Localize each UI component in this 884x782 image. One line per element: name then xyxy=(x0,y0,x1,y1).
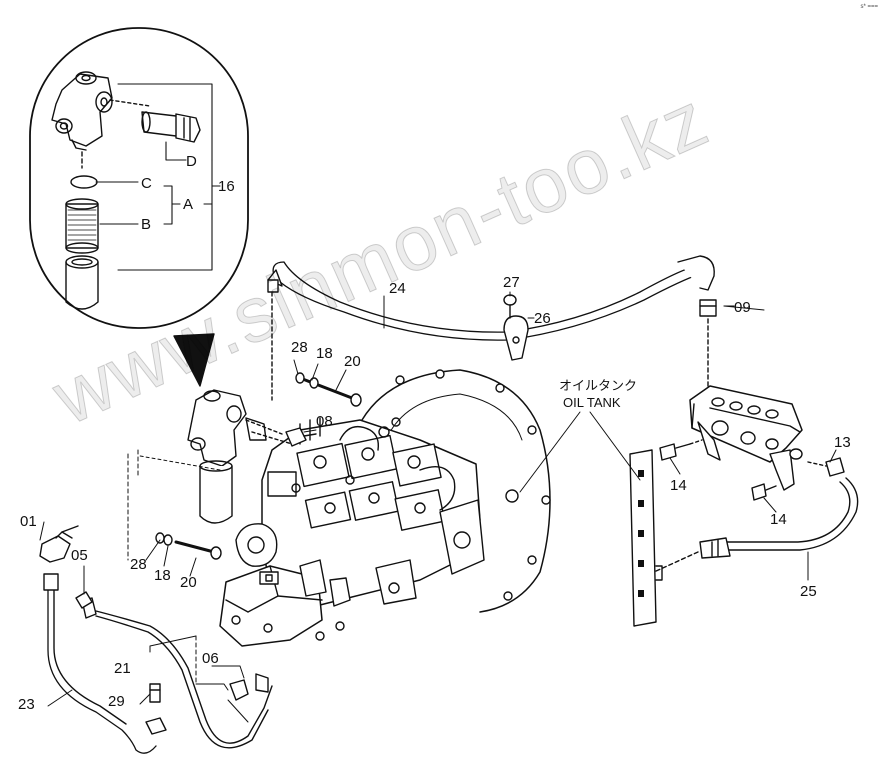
stud-20-upper xyxy=(295,372,362,407)
stud-20-lower xyxy=(155,532,222,560)
oil-tank-label-jp: オイルタンク xyxy=(559,378,638,393)
callout-B: B xyxy=(141,216,152,233)
bolt-08 xyxy=(285,427,317,447)
relief-valve-part xyxy=(109,99,201,143)
callout-14-lower: 14 xyxy=(770,511,787,528)
callout-D: D xyxy=(186,153,197,170)
hose-23 xyxy=(43,573,167,754)
callout-29: 29 xyxy=(108,693,125,710)
callout-C: C xyxy=(141,175,152,192)
clamp-26 xyxy=(503,315,529,361)
callout-28-upper: 28 xyxy=(291,339,308,356)
oil-tank-plate xyxy=(629,449,663,627)
elbow-06 xyxy=(229,673,269,701)
corner-mark: s* === xyxy=(860,4,878,10)
callout-06: 06 xyxy=(202,650,219,667)
callout-08: 08 xyxy=(316,413,333,430)
callout-A: A xyxy=(183,196,194,213)
callout-28-lower: 28 xyxy=(130,556,147,573)
callout-01: 01 xyxy=(20,513,37,530)
bolt-14-upper xyxy=(659,439,703,461)
callout-24: 24 xyxy=(389,280,406,297)
filter-assembly-mounted xyxy=(187,389,293,524)
hydraulic-pump-assembly xyxy=(219,369,551,647)
fitting-29 xyxy=(149,683,161,703)
callout-20-lower: 20 xyxy=(180,574,197,591)
o-ring-part xyxy=(70,175,98,189)
callout-18-upper: 18 xyxy=(316,345,333,362)
tee-05 xyxy=(75,591,93,609)
pipe-21 xyxy=(81,597,273,749)
callout-27: 27 xyxy=(503,274,520,291)
callout-21: 21 xyxy=(114,660,131,677)
hose-25 xyxy=(653,477,859,573)
callout-13: 13 xyxy=(834,434,851,451)
callout-05: 05 xyxy=(71,547,88,564)
filter-element-part xyxy=(65,198,99,254)
manifold-block xyxy=(689,385,803,491)
callout-23: 23 xyxy=(18,696,35,713)
bolt-27 xyxy=(503,294,517,319)
callout-14-upper: 14 xyxy=(670,477,687,494)
elbow-01 xyxy=(39,525,79,563)
callout-26: 26 xyxy=(534,310,551,327)
oil-tank-label-en: OIL TANK xyxy=(563,395,621,410)
filter-head-part xyxy=(51,71,113,151)
detail-bubble xyxy=(29,27,249,387)
bolt-14-lower xyxy=(751,483,777,501)
filter-case-part xyxy=(65,255,99,310)
callout-25: 25 xyxy=(800,583,817,600)
elbow-13 xyxy=(807,457,845,477)
callout-09: 09 xyxy=(734,299,751,316)
callout-16: 16 xyxy=(218,178,235,195)
nipple-09 xyxy=(699,299,717,317)
callout-20-upper: 20 xyxy=(344,353,361,370)
callout-18-lower: 18 xyxy=(154,567,171,584)
